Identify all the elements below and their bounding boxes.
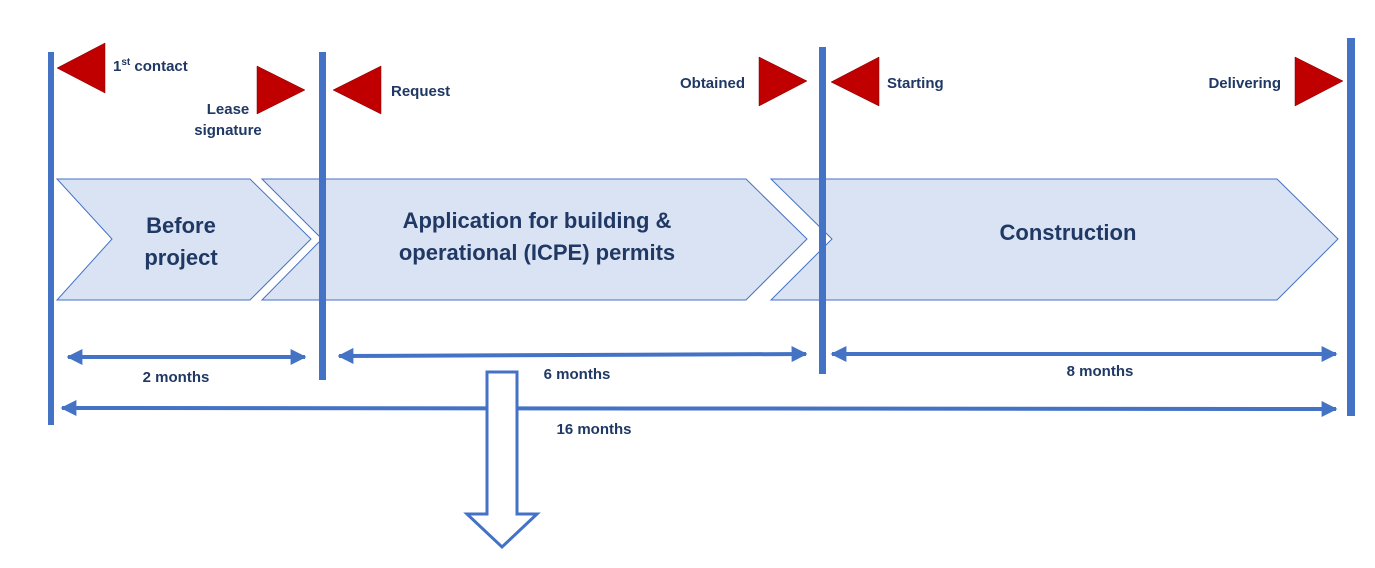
phase-before-chevron (55, 178, 312, 301)
duration-permits-label: 6 months (544, 366, 611, 383)
flag-first-contact (56, 42, 106, 94)
phase-permits-label-1: Application for building & (403, 208, 672, 233)
milestone-first-contact-label: 1st contact (113, 57, 188, 75)
milestone-lease-label-1: Lease (207, 101, 250, 118)
flag-obtained (758, 56, 808, 107)
flag-lease-signature (256, 65, 306, 115)
milestone-delivering-label: Delivering (1208, 75, 1281, 92)
phase-before-label-1: Before (146, 213, 216, 238)
milestone-request-label: Request (391, 83, 450, 100)
flag-starting (830, 56, 880, 107)
duration-arrow-total (60, 400, 1338, 417)
duration-before-label: 2 months (143, 369, 210, 386)
phase-construction-label: Construction (1000, 220, 1137, 245)
milestone-line-start (48, 52, 54, 425)
duration-arrow-permits (337, 346, 808, 364)
flag-delivering (1294, 56, 1344, 107)
milestone-starting-label: Starting (887, 75, 944, 92)
down-arrow-icon (463, 370, 541, 550)
milestone-line-lease (319, 52, 326, 380)
phase-permits-label-2: operational (ICPE) permits (399, 240, 675, 265)
phase-before-label-2: project (144, 245, 218, 270)
phase-construction-chevron (769, 178, 1339, 301)
milestone-line-delivering (1347, 38, 1355, 416)
milestone-obtained-label: Obtained (680, 75, 745, 92)
duration-construction-label: 8 months (1067, 363, 1134, 380)
flag-request (332, 65, 382, 115)
milestone-line-obtained (819, 47, 826, 374)
milestone-lease-label-2: signature (194, 122, 262, 139)
duration-total-label: 16 months (556, 421, 631, 438)
